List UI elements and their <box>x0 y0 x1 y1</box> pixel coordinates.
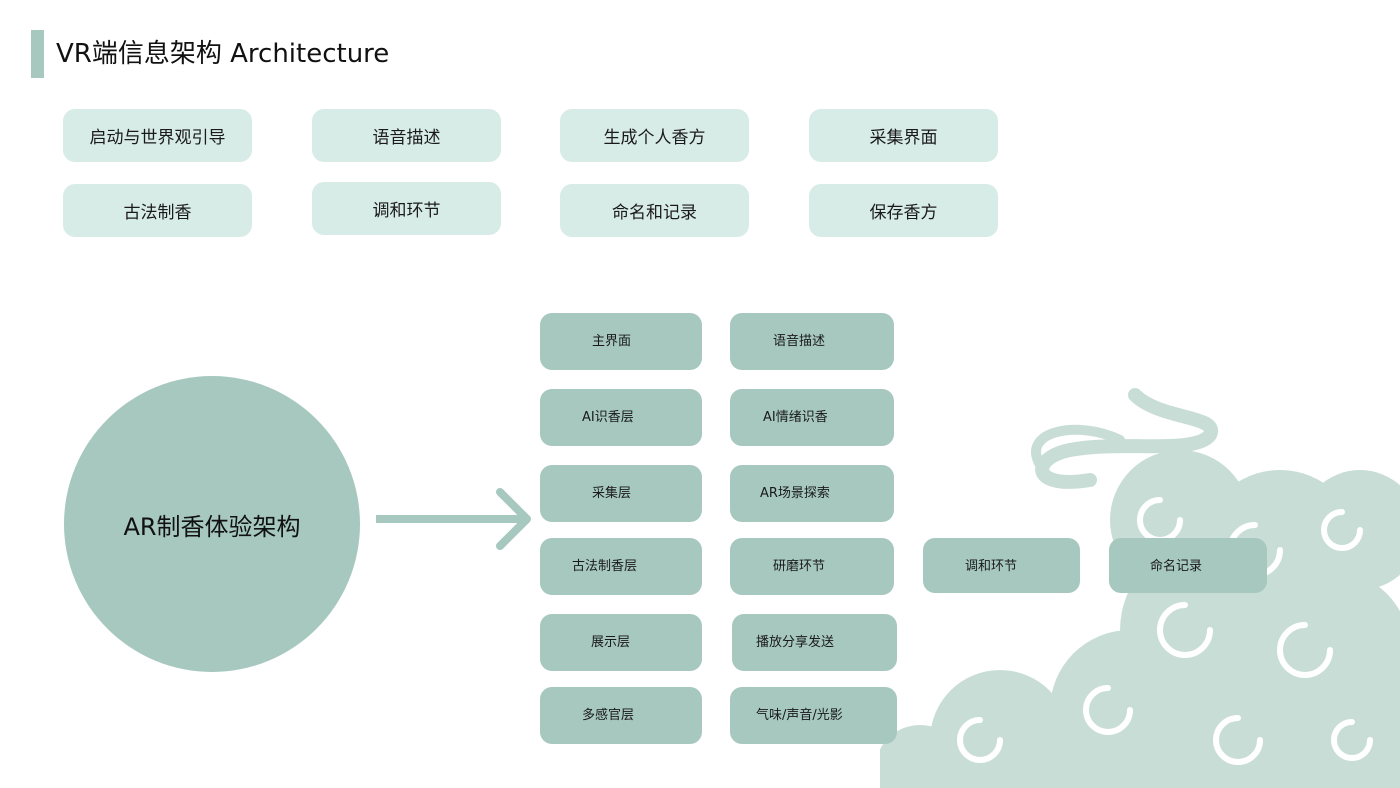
cloud-decoration <box>880 388 1400 788</box>
ar-node-label: 采集层 <box>592 486 632 501</box>
ar-node-ancient[interactable]: 古法制香层 <box>540 538 702 595</box>
ar-node-label: 气味/声音/光影 <box>756 708 843 723</box>
ar-node-main[interactable]: 主界面 <box>540 313 702 370</box>
ar-node-sensory[interactable]: 气味/声音/光影 <box>730 687 897 744</box>
arrow-right-icon <box>376 488 531 550</box>
ar-node-ai-scent[interactable]: AI识香层 <box>540 389 702 446</box>
ar-node-voice[interactable]: 语音描述 <box>730 313 894 370</box>
ar-node-label: 语音描述 <box>773 334 826 349</box>
ar-node-label: 古法制香层 <box>572 559 638 574</box>
ar-node-multisense[interactable]: 多感官层 <box>540 687 702 744</box>
ar-node-label: 播放分享发送 <box>756 635 835 650</box>
ar-node-label: AI识香层 <box>582 410 634 425</box>
ar-node-label: 主界面 <box>592 334 632 349</box>
ar-node-ai-emotion[interactable]: AI情绪识香 <box>730 389 894 446</box>
ar-node-collect[interactable]: 采集层 <box>540 465 702 522</box>
vr-box-save[interactable]: 保存香方 <box>809 184 998 237</box>
ar-node-label: AI情绪识香 <box>763 410 828 425</box>
ar-node-grind[interactable]: 研磨环节 <box>730 538 894 595</box>
ar-root-node[interactable]: AR制香体验架构 <box>64 376 360 672</box>
ar-node-label: 研磨环节 <box>773 559 826 574</box>
ar-node-label: AR场景探索 <box>760 486 830 501</box>
vr-box-name-record[interactable]: 命名和记录 <box>560 184 749 237</box>
ar-node-label: 展示层 <box>591 635 631 650</box>
vr-box-collect[interactable]: 采集界面 <box>809 109 998 162</box>
ar-root-label: AR制香体验架构 <box>123 512 301 541</box>
ar-node-blend[interactable]: 调和环节 <box>923 538 1080 593</box>
ar-node-label: 命名记录 <box>1150 559 1203 574</box>
ar-node-label: 调和环节 <box>965 559 1018 574</box>
vr-box-blend[interactable]: 调和环节 <box>312 182 501 235</box>
ar-node-label: 多感官层 <box>582 708 635 723</box>
vr-box-ancient[interactable]: 古法制香 <box>63 184 252 237</box>
ar-node-ar-explore[interactable]: AR场景探索 <box>730 465 894 522</box>
vr-box-voice[interactable]: 语音描述 <box>312 109 501 162</box>
vr-box-generate[interactable]: 生成个人香方 <box>560 109 749 162</box>
vr-box-intro[interactable]: 启动与世界观引导 <box>63 109 252 162</box>
ar-node-share[interactable]: 播放分享发送 <box>732 614 897 671</box>
title-accent-bar <box>31 30 44 78</box>
ar-node-display[interactable]: 展示层 <box>540 614 702 671</box>
ar-node-naming[interactable]: 命名记录 <box>1109 538 1267 593</box>
page-title: VR端信息架构 Architecture <box>56 39 390 69</box>
